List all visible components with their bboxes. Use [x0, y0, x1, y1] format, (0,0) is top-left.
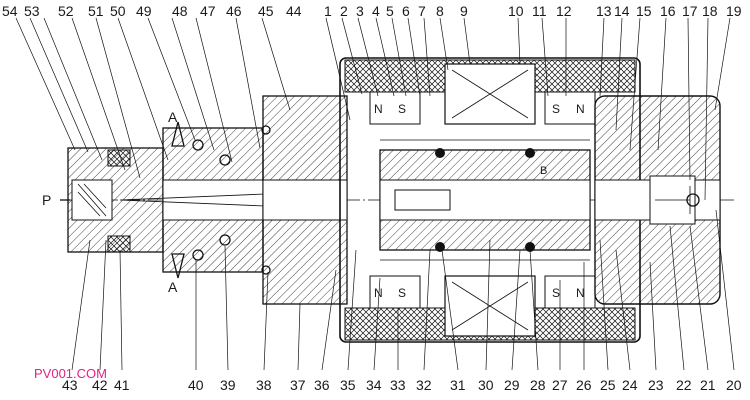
callout-numbers-top: 54 53 52 51 50 49 48 47 46 45 44 1 2 3 4…	[2, 3, 742, 19]
callout-47: 47	[200, 3, 216, 19]
section-mark-top: A	[168, 109, 178, 125]
callout-25: 25	[600, 377, 616, 393]
callout-29: 29	[504, 377, 520, 393]
callout-4: 4	[372, 3, 380, 19]
drawing-annotations: A A P B N S S N N S S N PV001.COM	[34, 102, 585, 381]
callout-45: 45	[258, 3, 274, 19]
callout-6: 6	[402, 3, 410, 19]
callout-numbers-bottom: 43 42 41 40 39 38 37 36 35 34 33 32 31 3…	[62, 377, 742, 393]
callout-5: 5	[386, 3, 394, 19]
valve-body	[15, 17, 735, 371]
callout-33: 33	[390, 377, 406, 393]
magnet-label: N	[374, 102, 383, 116]
callout-40: 40	[188, 377, 204, 393]
magnet-label: N	[576, 286, 585, 300]
callout-34: 34	[366, 377, 382, 393]
callout-11: 11	[532, 3, 547, 19]
callout-37: 37	[290, 377, 306, 393]
callout-42: 42	[92, 377, 108, 393]
callout-15: 15	[636, 3, 652, 19]
callout-31: 31	[450, 377, 466, 393]
callout-38: 38	[256, 377, 272, 393]
callout-52: 52	[58, 3, 74, 19]
callout-26: 26	[576, 377, 592, 393]
magnet-label: S	[398, 102, 406, 116]
callout-7: 7	[418, 3, 426, 19]
callout-43: 43	[62, 377, 78, 393]
callout-54: 54	[2, 3, 18, 19]
callout-28: 28	[530, 377, 546, 393]
callout-48: 48	[172, 3, 188, 19]
callout-35: 35	[340, 377, 356, 393]
callout-50: 50	[110, 3, 126, 19]
section-mark-bottom: A	[168, 279, 178, 295]
callout-17: 17	[682, 3, 698, 19]
callout-51: 51	[88, 3, 104, 19]
callout-21: 21	[700, 377, 716, 393]
b-label: B	[540, 165, 547, 177]
callout-1: 1	[324, 3, 332, 19]
magnet-label: N	[374, 286, 383, 300]
callout-12: 12	[556, 3, 572, 19]
callout-20: 20	[726, 377, 742, 393]
callout-49: 49	[136, 3, 152, 19]
callout-46: 46	[226, 3, 242, 19]
callout-36: 36	[314, 377, 330, 393]
magnet-label: S	[398, 286, 406, 300]
callout-14: 14	[614, 3, 630, 19]
callout-19: 19	[726, 3, 742, 19]
callout-16: 16	[660, 3, 676, 19]
watermark: PV001.COM	[34, 366, 107, 381]
callout-24: 24	[622, 377, 638, 393]
magnet-label: S	[552, 102, 560, 116]
callout-22: 22	[676, 377, 692, 393]
callout-13: 13	[596, 3, 612, 19]
callout-44: 44	[286, 3, 302, 19]
callout-53: 53	[24, 3, 40, 19]
callout-23: 23	[648, 377, 664, 393]
callout-3: 3	[356, 3, 364, 19]
callout-9: 9	[460, 3, 468, 19]
callout-32: 32	[416, 377, 432, 393]
callout-39: 39	[220, 377, 236, 393]
magnet-label: S	[552, 286, 560, 300]
callout-8: 8	[436, 3, 444, 19]
callout-30: 30	[478, 377, 494, 393]
callout-41: 41	[114, 377, 130, 393]
callout-2: 2	[340, 3, 348, 19]
callout-18: 18	[702, 3, 718, 19]
callout-27: 27	[552, 377, 568, 393]
port-label: P	[42, 192, 51, 208]
callout-10: 10	[508, 3, 524, 19]
magnet-label: N	[576, 102, 585, 116]
